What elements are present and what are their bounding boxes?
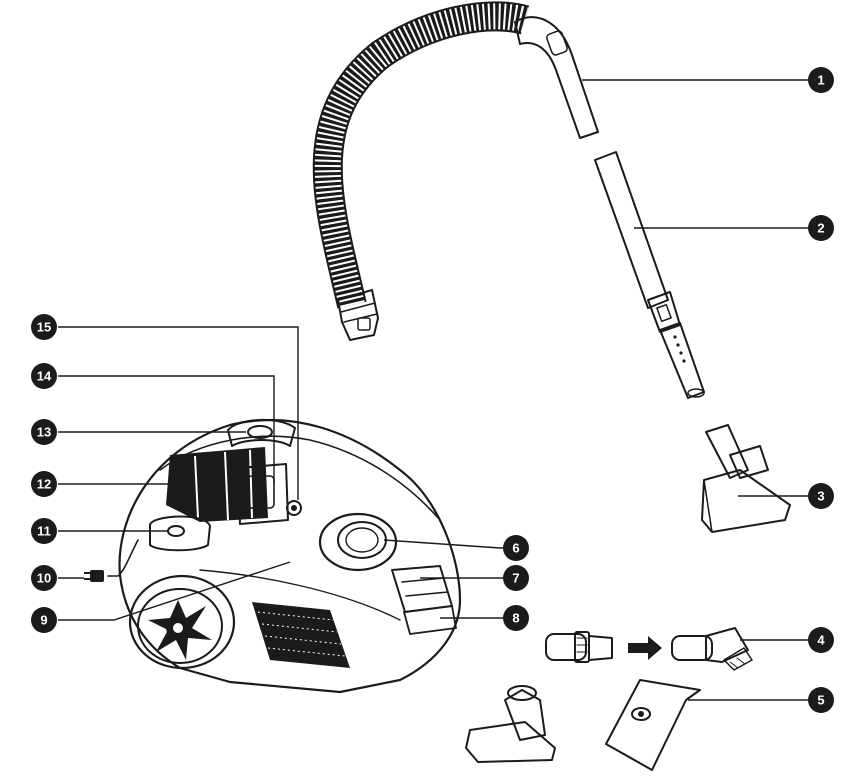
power-button	[149, 515, 211, 552]
rear-wheel	[128, 574, 236, 670]
callout-8-label: 8	[512, 611, 519, 626]
callout-11-label: 11	[37, 524, 51, 539]
callout-6: 6	[503, 535, 529, 561]
leader-9	[58, 561, 291, 621]
vacuum-body-illustration	[84, 418, 462, 694]
callout-8: 8	[503, 605, 529, 631]
floor-nozzle-illustration	[701, 424, 791, 533]
hose-connector	[337, 289, 379, 341]
cord-rewind-button	[247, 425, 273, 439]
callout-10: 10	[31, 565, 57, 591]
callout-15: 15	[31, 314, 57, 340]
hose-corrugated-body	[312, 1, 530, 309]
callout-13: 13	[31, 419, 57, 445]
leader-15	[58, 326, 299, 500]
callout-6-label: 6	[512, 541, 519, 556]
callout-12: 12	[31, 471, 57, 497]
upholstery-nozzle-illustration	[465, 685, 556, 763]
callout-1-label: 1	[817, 73, 824, 88]
power-regulator	[237, 463, 289, 525]
callout-3: 3	[808, 483, 834, 509]
plug-icon	[84, 570, 104, 582]
callout-9: 9	[31, 607, 57, 633]
parking-slot	[403, 605, 457, 635]
callout-7: 7	[503, 565, 529, 591]
callout-3-label: 3	[817, 489, 824, 504]
callout-4-label: 4	[817, 633, 825, 648]
power-cord	[107, 539, 139, 577]
callout-7-label: 7	[512, 571, 519, 586]
dust-bag-illustration	[605, 679, 701, 771]
callout-4: 4	[808, 627, 834, 653]
arrow-icon	[628, 636, 662, 660]
callout-11: 11	[31, 518, 57, 544]
callout-15-label: 15	[37, 320, 51, 335]
side-vent	[252, 602, 350, 668]
callout-10-label: 10	[37, 571, 51, 586]
callout-9-label: 9	[40, 613, 47, 628]
leader-14	[58, 375, 275, 484]
bag-full-indicator	[286, 500, 302, 516]
callout-2-label: 2	[817, 221, 824, 236]
hose-handle-button	[546, 30, 568, 56]
leader-lines	[58, 79, 808, 701]
cover-latch	[391, 565, 453, 613]
hose-illustration	[312, 1, 599, 341]
hose-handle	[514, 16, 599, 139]
callout-5: 5	[808, 687, 834, 713]
callout-2: 2	[808, 215, 834, 241]
exhaust-filter-grille	[166, 447, 268, 522]
callout-13-label: 13	[37, 425, 51, 440]
telescopic-tube-illustration	[594, 151, 705, 399]
hose-inlet	[318, 512, 398, 572]
callout-badges: 1 2 3 4 5 6 7 8	[31, 67, 834, 713]
callout-14-label: 14	[37, 369, 52, 384]
callout-14: 14	[31, 363, 57, 389]
brush-attachment-illustration	[545, 627, 753, 671]
callout-12-label: 12	[37, 477, 51, 492]
callout-1: 1	[808, 67, 834, 93]
callout-5-label: 5	[817, 693, 824, 708]
carry-handle	[227, 418, 296, 447]
leader-6	[383, 539, 508, 549]
